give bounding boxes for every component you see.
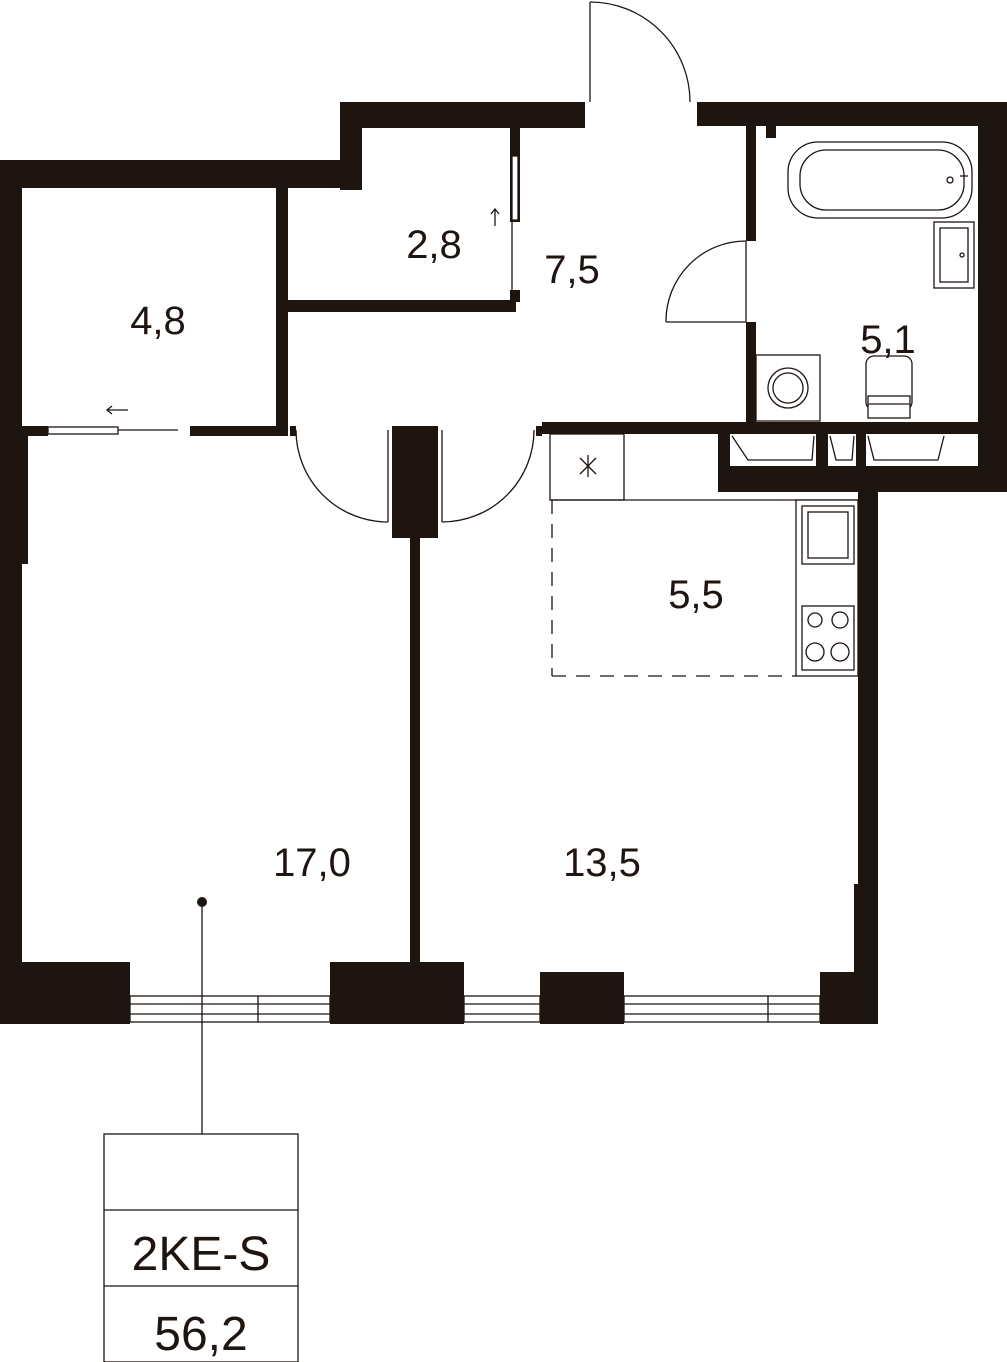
wall-duct-div1 [816,434,828,468]
living-door-swing [441,429,535,523]
entrance-door-swing [589,1,691,103]
wall-left-lower [0,560,22,980]
wall-storage-right [276,188,288,428]
wall-right-kitchen [858,476,878,886]
unit-code: 2KE-S [132,1228,271,1281]
storage-sliding-door [47,426,119,435]
extractor-icon [579,455,597,477]
wall-right-outer [978,102,1007,492]
wall-bath-left-upper [746,126,756,241]
kitchen-fixtures [549,433,859,677]
room-area-living: 13,5 [563,841,641,885]
wall-bedroom-living [410,538,420,968]
wall-bath-bottom [542,422,982,434]
room-area-kitchen: 5,5 [668,573,724,617]
room-area-closet: 2,8 [406,223,462,267]
wall-closet-bottom [288,300,516,312]
walls [0,102,1007,1024]
room-area-bathroom: 5,1 [860,318,916,362]
room-area-bedroom: 17,0 [273,841,351,885]
wall-bath-nub [766,126,776,138]
wall-storage-bottom-right [190,426,288,436]
wall-closet-jamb [510,290,520,302]
wall-bottom-1 [0,962,130,1024]
closet-sliding-door [511,155,519,221]
wall-top-left [0,160,360,188]
bedroom-door-swing [295,429,389,523]
wall-top-right [697,102,1007,126]
wall-column [392,426,438,538]
unit-area: 56,2 [154,1308,247,1361]
wall-bath-left-lower [746,322,756,426]
wall-left-mid [0,428,28,564]
wall-storage-bottom-left [22,426,48,436]
wall-duct-left [718,422,730,476]
room-labels: 4,8 2,8 7,5 5,1 5,5 17,0 13,5 [130,223,916,885]
room-area-hall: 7,5 [544,248,600,292]
bathroom-fixtures [731,141,975,461]
wall-bottom-2 [330,962,464,1024]
room-area-storage: 4,8 [130,299,186,343]
wall-door-jamb-1 [290,426,296,436]
unit-tag: 2KE-S 56,2 [103,897,299,1362]
duct-2 [829,435,855,461]
wall-duct-div2 [856,434,866,468]
duct-3 [867,435,945,461]
wall-top-closet [340,102,585,128]
doors [47,1,747,523]
duct-1 [731,435,815,461]
bathroom-door-swing [665,240,747,323]
wall-bottom-3 [540,972,624,1024]
wall-bottom-4 [820,972,878,1024]
window-bedroom [129,995,331,1023]
wall-door-jamb-2 [536,426,542,436]
window-living-1 [463,995,541,1023]
window-living-2 [623,995,821,1023]
tag-box [103,1133,299,1362]
windows [129,995,821,1023]
